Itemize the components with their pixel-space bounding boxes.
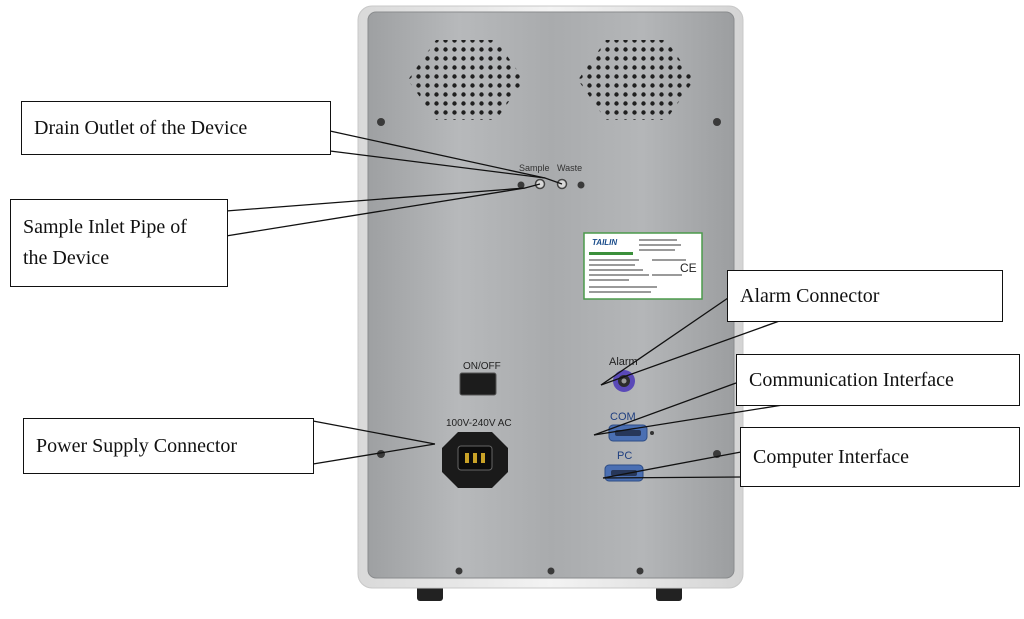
screw [455, 567, 463, 575]
power-inlet [442, 432, 508, 488]
screw [713, 118, 721, 126]
nameplate-brand: TAILIN [592, 238, 617, 247]
leader-lines [225, 130, 790, 479]
leader-pc [602, 451, 742, 479]
callout-sample-inlet: Sample Inlet Pipe of the Device [10, 199, 228, 287]
screw [636, 567, 644, 575]
callout-drain-outlet: Drain Outlet of the Device [21, 101, 331, 155]
pc-label: PC [617, 450, 632, 462]
leader-drain [329, 150, 546, 179]
callout-power-supply-connector-text: Power Supply Connector [36, 434, 238, 457]
com-port [608, 424, 654, 442]
leader-sample [225, 187, 526, 237]
port-screw-right [577, 181, 585, 189]
screw [377, 118, 385, 126]
nameplate: TAILIN CE [583, 232, 703, 300]
alarm-label: Alarm [609, 356, 638, 368]
nameplate-fine-print [589, 239, 686, 293]
callout-alarm-connector-text: Alarm Connector [740, 284, 880, 307]
callout-alarm-connector: Alarm Connector [727, 270, 1003, 322]
callout-communication-interface: Communication Interface [736, 354, 1020, 406]
sample-label: Sample [519, 163, 550, 173]
callout-computer-interface: Computer Interface [740, 427, 1020, 487]
com-label: COM [610, 411, 636, 423]
callout-communication-interface-text: Communication Interface [749, 368, 954, 391]
callout-drain-outlet-text: Drain Outlet of the Device [34, 116, 248, 139]
screw [547, 567, 555, 575]
leader-com [593, 403, 790, 436]
vent-grille-left [408, 40, 524, 120]
pc-port [604, 464, 644, 482]
voltage-label: 100V-240V AC [446, 418, 512, 429]
leader-alarm [600, 297, 729, 386]
ce-mark: CE [680, 261, 697, 275]
leader-alarm [600, 318, 786, 386]
leader-power [312, 420, 436, 445]
leader-power [312, 443, 436, 465]
on-off-label: ON/OFF [463, 361, 501, 372]
power-switch[interactable] [459, 372, 497, 396]
port-screw-left [517, 181, 525, 189]
callout-sample-inlet-line2: the Device [23, 247, 110, 269]
leader-com [593, 382, 737, 436]
screw [377, 450, 385, 458]
callout-sample-inlet-line1: Sample Inlet Pipe of [23, 216, 187, 238]
vent-grille-right [578, 40, 694, 120]
callout-power-supply-connector: Power Supply Connector [23, 418, 314, 474]
callout-computer-interface-text: Computer Interface [753, 445, 910, 468]
leader-pc [602, 476, 742, 479]
waste-label: Waste [557, 163, 582, 173]
